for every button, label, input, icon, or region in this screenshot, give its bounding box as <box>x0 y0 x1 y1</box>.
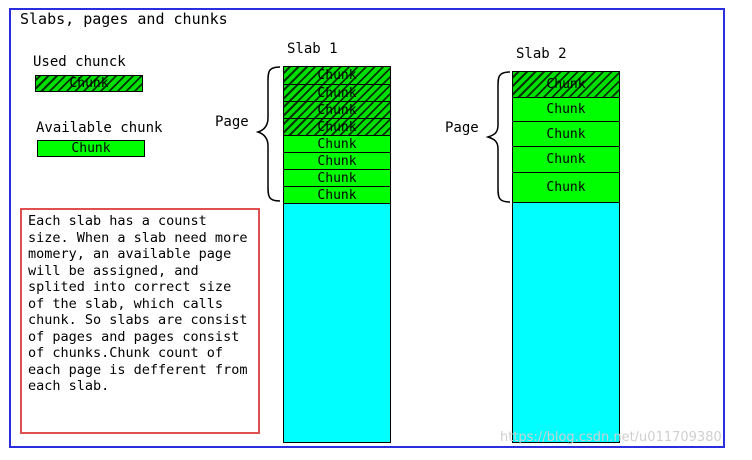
slab-2-chunk-5-available: Chunk <box>513 172 619 202</box>
slab-1-label: Slab 1 <box>287 41 338 57</box>
slab-2-free-space <box>513 203 619 442</box>
slab-1-page-label: Page <box>215 114 249 130</box>
slab-1-page-brace <box>255 66 281 202</box>
slab-1-chunk-3-used: Chunk <box>284 101 390 118</box>
legend-used-label: Used chunck <box>33 54 126 70</box>
slab-1-chunk-6-available: Chunk <box>284 152 390 169</box>
slab-1-chunk-4-used: Chunk <box>284 118 390 135</box>
legend-available-label: Available chunk <box>36 120 163 136</box>
slab-1-chunk-8-available: Chunk <box>284 186 390 203</box>
slab-1-chunk-1-used: Chunk <box>284 67 390 84</box>
diagram-title: Slabs, pages and chunks <box>20 10 228 28</box>
slab-2-page-brace <box>485 71 511 203</box>
legend-used-chunk: Chunk <box>35 75 143 92</box>
watermark: https://blog.csdn.net/u011709380 <box>500 430 722 445</box>
slab-2-page-label: Page <box>445 120 479 136</box>
slab-1-page-boundary <box>284 203 390 204</box>
slab-1-chunk-5-available: Chunk <box>284 135 390 152</box>
slab-2-label: Slab 2 <box>516 46 567 62</box>
slab-2-chunk-4-available: Chunk <box>513 146 619 172</box>
slab-2-page-boundary <box>513 202 619 203</box>
slab-2-chunk-2-available: Chunk <box>513 97 619 121</box>
diagram-frame <box>9 8 725 448</box>
slab-1-chunk-2-used: Chunk <box>284 84 390 101</box>
slab-2-chunk-1-used: Chunk <box>513 72 619 97</box>
slab-2-chunk-3-available: Chunk <box>513 121 619 146</box>
explanation-note: Each slab has a counst size. When a slab… <box>20 208 260 434</box>
slab-1-chunk-7-available: Chunk <box>284 169 390 186</box>
slab-1-free-space <box>284 204 390 442</box>
legend-available-chunk: Chunk <box>37 140 145 157</box>
